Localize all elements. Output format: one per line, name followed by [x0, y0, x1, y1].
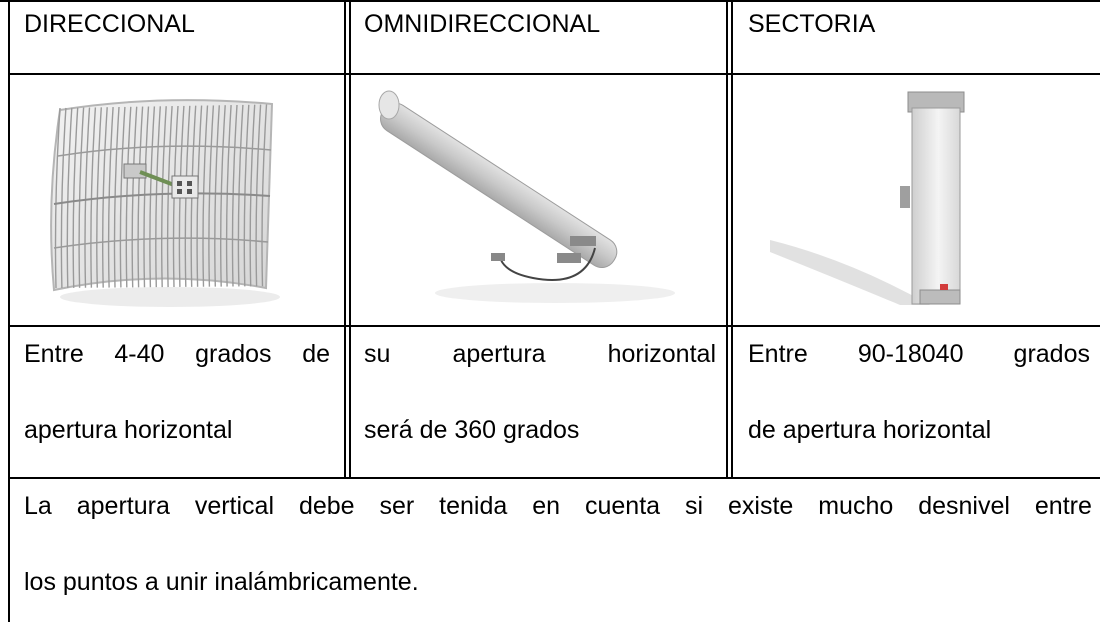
word: Entre [748, 340, 808, 368]
antenna-grid-rib [255, 104, 262, 287]
antenna-grid-rib [225, 105, 232, 287]
antenna-grid-rib [166, 106, 173, 288]
antenna-grid-rib [261, 104, 268, 287]
word: 4-40 [114, 340, 165, 368]
direccional-description-line2: apertura horizontal [24, 416, 233, 444]
omni-description-line1: su apertura horizontal [364, 342, 716, 367]
antenna-grid-rib [249, 104, 256, 287]
row-divider-images [8, 325, 1100, 327]
antenna-grid-rib [196, 105, 203, 287]
antenna-grid-rib [202, 105, 209, 287]
sector-antenna-image [760, 90, 1030, 312]
header-direccional: DIRECCIONAL [24, 10, 195, 38]
antenna-grid-rib [155, 106, 161, 288]
column-divider-1a [344, 0, 346, 478]
grid-parabolic-antenna-image [40, 92, 280, 314]
column-divider-2b [731, 0, 733, 478]
omni-description-line2: será de 360 grados [364, 416, 580, 444]
word: ser [379, 492, 415, 520]
column-divider-1b [349, 0, 351, 478]
footer-note-line1: La apertura vertical debe ser tenida en … [24, 494, 1092, 519]
word: apertura [452, 340, 546, 368]
antenna-grid-rib [190, 105, 197, 287]
word: apertura [76, 492, 170, 520]
word: en [532, 492, 561, 520]
word: grados [195, 340, 272, 368]
word: mucho [818, 492, 894, 520]
antenna-grid-rib [131, 106, 138, 288]
antenna-grid-rib [184, 105, 191, 287]
antenna-grid-rib [137, 106, 144, 288]
header-omnidireccional: OMNIDIRECCIONAL [364, 10, 601, 38]
row-divider-descriptions [8, 477, 1100, 479]
antenna-grid-rib [243, 104, 250, 287]
word: de [302, 340, 330, 368]
header-sectoria: SECTORIA [748, 10, 876, 38]
antenna-grid-rib [143, 106, 150, 288]
column-divider-2a [726, 0, 728, 478]
word: La [24, 492, 52, 520]
antenna-grid-rib [172, 105, 179, 288]
antenna-grid-rib [125, 106, 132, 288]
antenna-grid-rib [107, 107, 114, 288]
antenna-grid-rib [231, 104, 238, 287]
word: 90-18040 [857, 340, 964, 368]
word: si [684, 492, 704, 520]
sectoria-description-line2: de apertura horizontal [748, 416, 992, 444]
word: debe [298, 492, 355, 520]
direccional-description-line1: Entre 4-40 grados de [24, 342, 330, 367]
antenna-grid-rib [72, 107, 79, 288]
antenna-grid-rib [113, 106, 120, 288]
word: vertical [194, 492, 274, 520]
table-top-border [0, 0, 1100, 2]
antenna-grid-rib [119, 106, 126, 288]
antenna-grid-rib [237, 104, 244, 287]
row-divider-header [8, 73, 1100, 75]
antenna-grid-rib [214, 105, 220, 287]
word: desnivel [918, 492, 1010, 520]
table-left-border [8, 0, 10, 622]
footer-note-line2: los puntos a unir inalámbricamente. [24, 568, 419, 596]
word: cuenta [584, 492, 661, 520]
antenna-grid-rib [149, 106, 156, 288]
word: Entre [24, 340, 84, 368]
antenna-grid-rib [96, 107, 102, 288]
word: tenida [439, 492, 508, 520]
word: su [364, 340, 391, 368]
antenna-grid-rib [66, 107, 73, 288]
antenna-grid-rib [161, 106, 167, 288]
antenna-grid-rib [60, 107, 67, 288]
antenna-grid-rib [102, 107, 108, 288]
sectoria-description-line1: Entre 90-18040 grados [748, 342, 1090, 367]
antenna-grid-rib [220, 105, 226, 287]
word: grados [1013, 340, 1090, 368]
word: horizontal [607, 340, 716, 368]
antenna-grid-rib [54, 107, 61, 289]
antenna-grid-rib [208, 105, 215, 287]
word: existe [727, 492, 794, 520]
word: entre [1034, 492, 1092, 520]
omnidirectional-antenna-image [365, 88, 705, 318]
antenna-grid-rib [178, 105, 185, 287]
